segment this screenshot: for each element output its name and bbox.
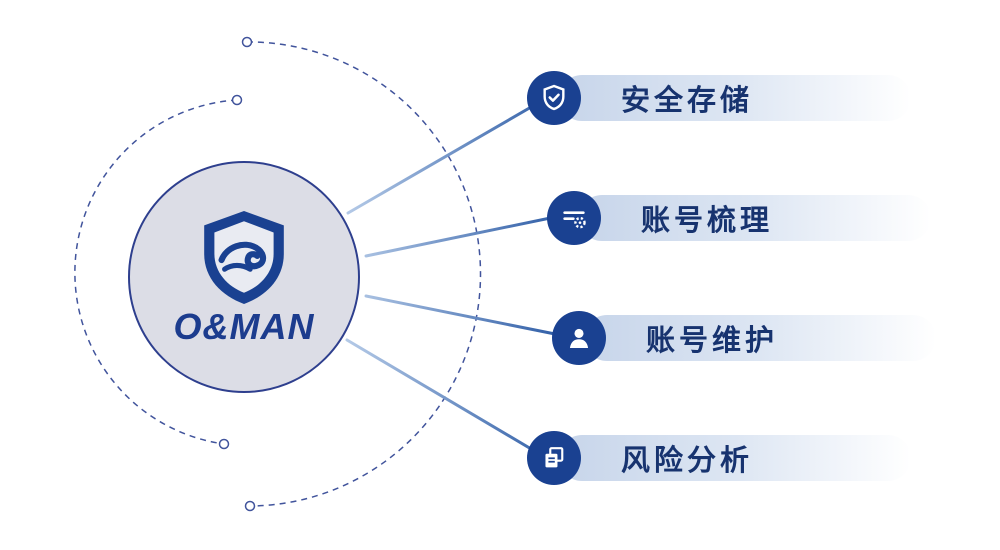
feature-bar: 风险分析	[559, 435, 911, 481]
list-gear-icon	[563, 211, 586, 229]
feature-label: 账号梳理	[641, 205, 774, 237]
feature-badge	[527, 431, 581, 485]
central-logo-circle: O&MAN	[128, 161, 360, 393]
feature-badge	[527, 71, 581, 125]
arc-endpoint-dot	[244, 500, 256, 512]
feature-bar: 账号梳理	[579, 195, 931, 241]
documents-icon	[545, 447, 564, 468]
arc-endpoint-dot	[218, 438, 230, 450]
feature-row-account-sorting: 账号梳理	[547, 191, 931, 245]
connector-line-2	[364, 214, 562, 258]
shield-check-icon	[543, 84, 565, 111]
feature-badge	[547, 191, 601, 245]
arc-endpoint-dot	[231, 94, 243, 106]
inner-dashed-arc	[74, 99, 238, 445]
feature-row-risk-analysis: 风险分析	[527, 431, 911, 485]
feature-row-account-maintenance: 账号维护	[552, 311, 936, 365]
feature-label: 安全存储	[621, 85, 754, 117]
brand-name: O&MAN	[173, 306, 315, 347]
arc-endpoint-dot	[241, 36, 253, 48]
connector-line-4	[345, 338, 545, 458]
connector-line-1	[346, 97, 547, 215]
feature-bar: 安全存储	[559, 75, 911, 121]
feature-bar: 账号维护	[584, 315, 936, 361]
outer-dashed-arc	[246, 41, 482, 507]
connector-line-3	[364, 294, 567, 338]
feature-label: 风险分析	[621, 445, 754, 477]
feature-badge	[552, 311, 606, 365]
shield-wave-icon	[204, 211, 284, 304]
feature-row-secure-storage: 安全存储	[527, 71, 911, 125]
user-icon	[569, 328, 589, 348]
feature-label: 账号维护	[646, 325, 779, 357]
